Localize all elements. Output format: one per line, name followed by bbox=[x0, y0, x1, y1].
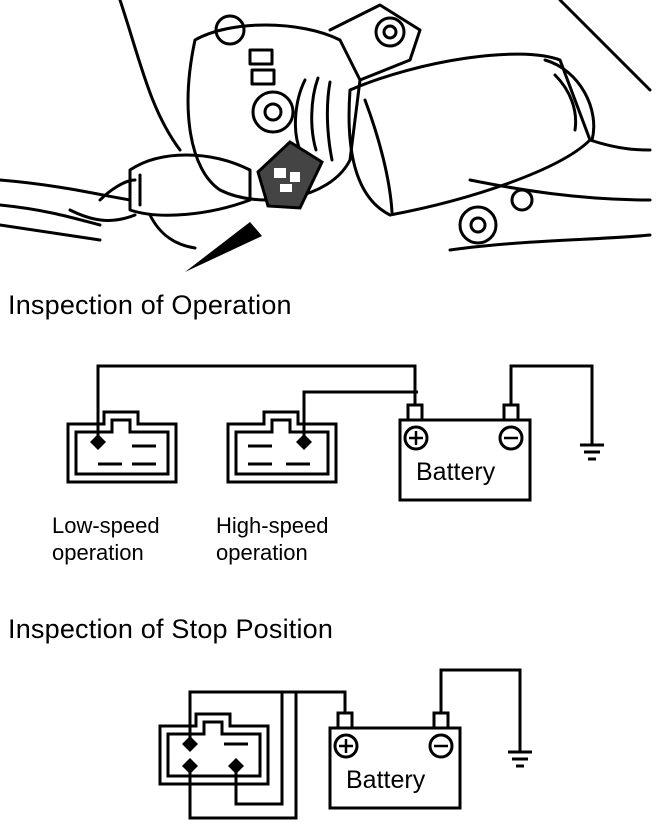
battery-stop-position bbox=[328, 711, 462, 810]
wiper-motor-illustration bbox=[0, 0, 652, 252]
battery-label-stop-position: Battery bbox=[346, 766, 426, 794]
wire-stop-bottom-left bbox=[188, 692, 298, 820]
wire-high-speed bbox=[302, 390, 418, 442]
low-speed-connector bbox=[66, 410, 178, 484]
battery-label-operation: Battery bbox=[416, 458, 496, 486]
caption-high-speed-line1: High-speed bbox=[216, 513, 329, 538]
connector-highlight bbox=[256, 140, 324, 210]
high-speed-connector bbox=[226, 410, 338, 484]
terminal-dots-stop bbox=[182, 736, 244, 774]
caption-low-speed-line1: Low-speed bbox=[52, 513, 160, 538]
heading-inspection-of-operation: Inspection of Operation bbox=[8, 290, 292, 320]
wire-negative-ground bbox=[509, 364, 594, 445]
battery-symbols-stop bbox=[339, 739, 448, 753]
ground-symbol bbox=[580, 443, 604, 461]
wire-stop-top bbox=[188, 690, 347, 744]
caption-low-speed: Low-speed operation bbox=[52, 512, 160, 566]
battery-symbols-operation bbox=[409, 431, 518, 445]
wire-low-speed bbox=[96, 364, 417, 442]
caption-high-speed: High-speed operation bbox=[216, 512, 329, 566]
heading-inspection-of-stop-position: Inspection of Stop Position bbox=[8, 614, 334, 644]
wire-stop-negative-ground bbox=[439, 668, 522, 752]
operation-circuit bbox=[66, 364, 604, 502]
ground-symbol-stop bbox=[508, 750, 532, 768]
terminal-dots-operation bbox=[90, 434, 312, 450]
caption-low-speed-line2: operation bbox=[52, 540, 144, 565]
stop-position-circuit bbox=[158, 668, 532, 820]
pointer-arrow bbox=[185, 222, 262, 272]
stop-position-connector bbox=[158, 712, 270, 786]
wire-stop-bottom-right bbox=[234, 692, 284, 806]
caption-high-speed-line2: operation bbox=[216, 540, 308, 565]
battery-operation bbox=[398, 403, 532, 502]
